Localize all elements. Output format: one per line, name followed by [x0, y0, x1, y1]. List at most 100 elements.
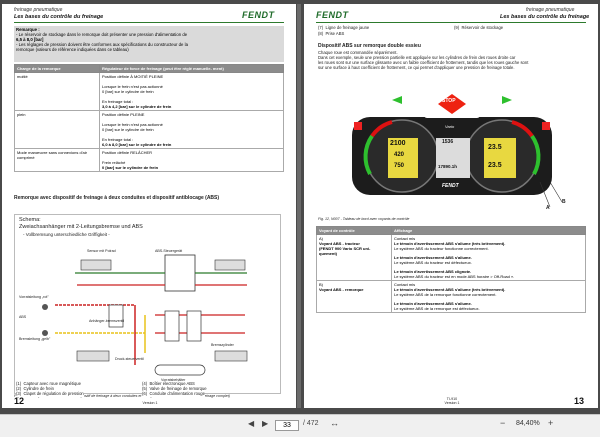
cell-line: 0 [bar] sur le cylindre de frein	[102, 127, 154, 132]
right-readout-2: 23.5	[488, 162, 502, 169]
header-subtitle: freinage pneumatique	[14, 7, 63, 13]
next-page-icon[interactable]: ▶	[262, 419, 269, 428]
cell-line: Lorsque le frein n'est pas actionné	[102, 122, 163, 127]
callout-a: A	[546, 205, 550, 211]
left-page: freinage pneumatique Les bases du contrô…	[2, 4, 296, 408]
label-behaelter: Vorratsbehälter	[161, 378, 186, 382]
cell-line: Le témoin d'avertissement ABS s'allume (…	[394, 241, 506, 246]
abs-schema-diagram: Schema: Zweiachsanhänger mit 2-Leitungsb…	[14, 214, 281, 394]
prev-page-icon[interactable]: ◀	[248, 419, 255, 428]
cell-line: Position définie RELÂCHER	[102, 150, 153, 155]
page-gap	[297, 4, 301, 408]
legend-item: (8) Prise ABS	[318, 31, 345, 36]
zoom-level[interactable]: 84,40%	[516, 420, 540, 427]
label-brems: Bremsleitung „gelb"	[19, 337, 51, 341]
cell-line: Voyant ABS - remorque	[319, 287, 364, 292]
table-cell: Contact mis Le témoin d'avertissement AB…	[391, 234, 586, 281]
label-abs: ABS	[19, 315, 27, 319]
paragraph-line: Dans cet exemple, seule une pression par…	[318, 55, 516, 60]
table-cell: Position définie À MOITIÉ PLEINE Lorsque…	[99, 72, 284, 111]
cell-line: Lorsque le frein n'est pas actionné	[102, 84, 163, 89]
header-title: Les bases du contrôle du freinage	[14, 14, 104, 20]
cell-line: Le système ABS du tracteur est défectueu…	[394, 260, 472, 265]
schema-lines	[42, 254, 248, 376]
zoom-out-icon[interactable]: −	[500, 418, 506, 428]
cell-line: 6,0 à 8,0 [bar] sur le cylindre de frein	[102, 142, 172, 147]
cell-line: Le témoin d'avertissement ABS s'allume.	[394, 255, 472, 260]
dashboard-drawing	[332, 82, 572, 212]
footer-version: Version 1	[444, 401, 460, 406]
page-number: 12	[14, 396, 25, 406]
table-cell: B) Voyant ABS - remorque	[316, 280, 392, 313]
table-header: Régulateur de force de freinage (peut êt…	[99, 64, 284, 73]
table-row: plein Position définie PLEINE Lorsque le…	[14, 110, 284, 149]
callout-b: B	[562, 199, 566, 205]
note-line: - Le réservoir de stockage dans le remor…	[16, 32, 188, 37]
schema-label: Schema:	[19, 217, 41, 223]
footer-code: TI-910	[446, 397, 458, 401]
cell-line: 0 [bar] sur le cylindre de frein	[102, 165, 159, 170]
zoom-in-icon[interactable]: +	[548, 418, 554, 428]
cell-line: B)	[319, 282, 323, 287]
vario-label: Vario	[445, 124, 455, 129]
speed-readout: 2100	[390, 140, 406, 147]
table-row: Mode manœuvre sans connexions d'air comp…	[14, 148, 284, 172]
section-title: Remorque avec dispositif de freinage à d…	[14, 195, 220, 201]
cell-line: 0 [bar] sur le cylindre de frein	[102, 89, 154, 94]
cell-line: Le témoin d'avertissement ABS clignote.	[394, 269, 472, 274]
viewer-toolbar: ◀ ▶ 33 / 472 ↔ − 84,40% +	[0, 414, 600, 437]
figure-caption: Fig. 11: Remorque double essieu avec dis…	[14, 394, 230, 398]
cell-line: (FENDT 900 Vario SCR uni-	[319, 246, 371, 251]
table-cell: Position définie RELÂCHER Frein relâché …	[99, 148, 284, 172]
pressure-table: Charge de la remorque Régulateur de forc…	[14, 64, 284, 172]
cell-line: Frein relâché	[102, 160, 126, 165]
table-cell: A) Voyant ABS - tracteur (FENDT 900 Vari…	[316, 234, 392, 281]
cell-line: 3,0 à 4,2 [bar] sur le cylindre de frein	[102, 104, 172, 109]
cell-line: quement)	[319, 251, 337, 256]
table-row: moitié Position définie À MOITIÉ PLEINE …	[14, 72, 284, 111]
cell-line: Le système ABS du tracteur est en mode A…	[394, 274, 515, 279]
legend-item: (9) Réservoir de stockage	[454, 25, 504, 30]
legend-item: (7) Ligne de freinage jaune	[318, 25, 370, 30]
table-cell: moitié	[14, 72, 100, 111]
note-title: Remarque :	[16, 27, 40, 32]
cell-line: Le témoin d'avertissement ABS s'allume.	[394, 301, 472, 306]
dashboard-brand: FENDT	[442, 183, 459, 189]
note-line: remorque (valeurs de référence indiquées…	[16, 47, 129, 52]
page-number-input[interactable]: 33	[275, 420, 299, 431]
page-number: 13	[574, 396, 585, 406]
page-total: / 472	[303, 420, 319, 427]
note-line: 6,5 à 8,0 [bar]	[16, 37, 44, 42]
paragraph-line: Chaque roue est commandée séparément.	[318, 50, 398, 55]
cell-line: Le système ABS du tracteur fonctionne co…	[394, 246, 489, 251]
cell-line: Contact mis	[394, 282, 416, 287]
table-row: A) Voyant ABS - tracteur (FENDT 900 Vari…	[316, 234, 586, 281]
footer-info: TI-910	[130, 401, 170, 405]
cell-line: En freinage total :	[102, 137, 134, 142]
paragraph-line: sur une surface à haut coefficient de fr…	[318, 65, 515, 70]
table-header: Voyant de contrôle	[316, 226, 392, 235]
fendt-logo: FENDT	[316, 10, 349, 20]
cell-line: A)	[319, 236, 323, 241]
center-top-readout: 1536	[442, 139, 454, 145]
fit-page-icon[interactable]: ↔	[330, 418, 339, 428]
footer-info: TI-910 Version 1	[432, 397, 472, 406]
table-cell: plein	[14, 110, 100, 149]
table-row: B) Voyant ABS - remorque Contact mis Le …	[316, 280, 586, 313]
right-page: FENDT freinage pneumatique Les bases du …	[304, 4, 598, 408]
note-box: Remarque : - Le réservoir de stockage da…	[14, 26, 284, 62]
table-header: Affichage	[391, 226, 586, 235]
section-title: Dispositif ABS sur remorque double essie…	[318, 43, 421, 49]
header-subtitle: freinage pneumatique	[526, 7, 575, 13]
footer-code: TI-910	[144, 401, 156, 405]
readout-2: 420	[394, 152, 405, 158]
note-line: - Les réglages de pression doivent être …	[16, 42, 188, 47]
cell-line: Position définie À MOITIÉ PLEINE	[102, 74, 164, 79]
stop-indicator: STOP	[442, 98, 456, 104]
cell-line: Le système ABS de la remorque fonctionne…	[394, 292, 497, 297]
table-cell: Contact mis Le témoin d'avertissement AB…	[391, 280, 586, 313]
label-anhaenger: Anhänger-bremsventil	[89, 319, 125, 323]
label-sensor: Sensor mit Polrad	[87, 249, 116, 253]
figure-caption: Fig. 12, N007 - Tableau de bord avec voy…	[318, 217, 410, 221]
readout-3: 750	[394, 163, 405, 169]
